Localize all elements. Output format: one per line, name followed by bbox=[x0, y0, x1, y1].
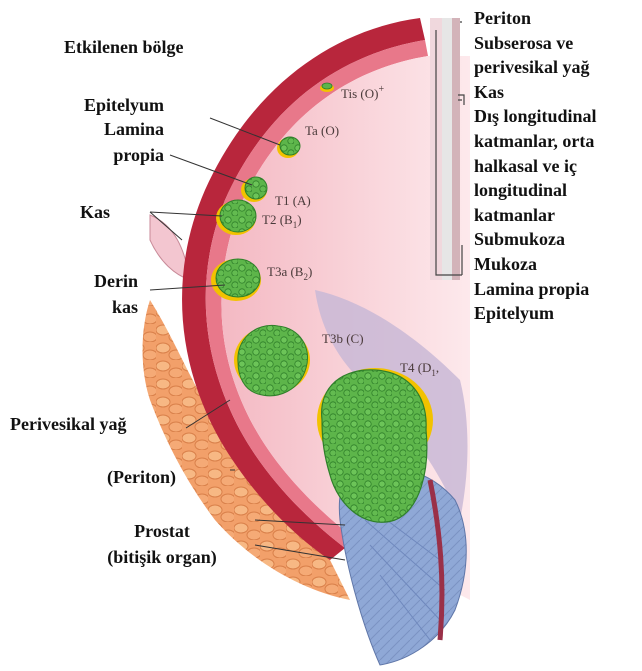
wall-layer-strip-3 bbox=[452, 18, 460, 280]
label-perivesical-fat: Perivesikal yağ bbox=[10, 414, 126, 435]
label-peritoneum: (Periton) bbox=[107, 467, 176, 488]
stage-tis: Tis (O)+ bbox=[341, 84, 384, 101]
label-lamina-propria-line2: propia bbox=[104, 145, 164, 166]
right-label-item: perivesikal yağ bbox=[474, 55, 597, 80]
stage-ta: Ta (O) bbox=[305, 123, 339, 138]
right-label-item: katmanlar bbox=[474, 203, 597, 228]
right-label-item: longitudinal bbox=[474, 178, 597, 203]
right-label-item: Subserosa ve bbox=[474, 31, 597, 56]
right-label-item: Kas bbox=[474, 80, 597, 105]
right-label-item: Mukoza bbox=[474, 252, 597, 277]
label-epithelium: Epitelyum bbox=[84, 95, 164, 116]
tumor-t3a bbox=[211, 259, 261, 301]
right-label-item: Lamina propia bbox=[474, 277, 597, 302]
tumor-tis bbox=[320, 83, 334, 92]
stage-t1: T1 (A) bbox=[275, 193, 311, 208]
right-label-item: Periton bbox=[474, 6, 597, 31]
label-prostate-line2: (bitişik organ) bbox=[72, 547, 252, 568]
label-deep-muscle-line1: Derin bbox=[60, 271, 138, 292]
label-affected-region: Etkilenen bölge bbox=[64, 37, 184, 58]
right-label-item: Dış longitudinal bbox=[474, 104, 597, 129]
label-deep-muscle-line2: kas bbox=[60, 297, 138, 318]
label-muscle: Kas bbox=[80, 202, 110, 223]
right-label-item: katmanlar, orta bbox=[474, 129, 597, 154]
wall-layer-strip-2 bbox=[442, 18, 452, 280]
label-prostate-line1: Prostat bbox=[72, 521, 252, 542]
right-label-item: Submukoza bbox=[474, 227, 597, 252]
right-label-item: Epitelyum bbox=[474, 301, 597, 326]
stage-t3b: T3b (C) bbox=[322, 331, 364, 346]
label-lamina-propria-line1: Lamina bbox=[104, 119, 164, 140]
right-label-item: halkasal ve iç bbox=[474, 154, 597, 179]
